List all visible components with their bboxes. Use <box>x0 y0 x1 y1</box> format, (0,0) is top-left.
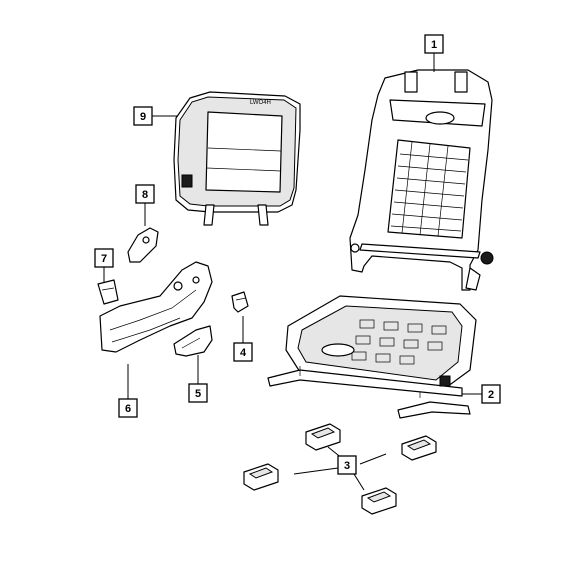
track-foot-cover-3 <box>243 463 279 491</box>
svg-text:5: 5 <box>195 388 201 400</box>
track-foot-cover-1 <box>305 423 341 451</box>
svg-text:2: 2 <box>488 389 494 401</box>
seat-side-shield <box>99 261 213 353</box>
svg-text:1: 1 <box>431 39 437 51</box>
callout-6: 6 <box>118 398 138 418</box>
svg-text:7: 7 <box>101 253 107 265</box>
svg-text:9: 9 <box>140 111 146 123</box>
callout-5: 5 <box>188 383 208 403</box>
svg-text:8: 8 <box>142 189 148 201</box>
svg-text:6: 6 <box>125 403 131 415</box>
callout-1: 1 <box>424 34 444 54</box>
seat-back-panel: LWO4H <box>173 91 301 226</box>
track-foot-cover-4 <box>361 487 397 515</box>
wire-clip <box>231 291 249 313</box>
recliner-bracket <box>127 227 159 263</box>
support-bracket <box>173 325 213 357</box>
track-foot-cover-2 <box>401 435 437 461</box>
seat-back-frame <box>349 69 494 291</box>
callout-9: 9 <box>133 106 153 126</box>
panel-stamp: LWO4H <box>250 100 271 106</box>
seat-cushion-frame <box>267 295 477 419</box>
callout-4: 4 <box>233 342 253 362</box>
callout-8: 8 <box>135 184 155 204</box>
callout-3: 3 <box>337 455 357 475</box>
svg-text:4: 4 <box>240 347 247 359</box>
svg-text:3: 3 <box>344 460 350 472</box>
shield-clip <box>97 279 119 305</box>
callout-7: 7 <box>94 248 114 268</box>
callout-2: 2 <box>481 384 501 404</box>
